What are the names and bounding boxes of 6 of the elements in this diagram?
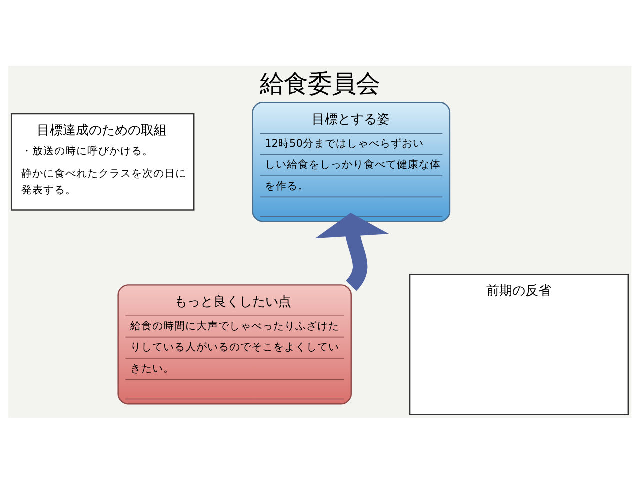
arrow (316, 212, 389, 290)
node-box: もっと良くしたい点 給食の時間に大声でしゃべったりふざけたりしている人がいるのでそこをよくしていきたい。 (118, 284, 352, 404)
node-box: 目標達成のための取組 ・放送の時に呼びかける。 静かに食べれたクラスを次の日に発表する。 (10, 112, 195, 210)
node-box: 目標とする姿 12時50分まではしゃべらずおいしい給食をしっかり食べて健康な体を作る。 (252, 102, 451, 222)
node-box: 前期の反省 (409, 273, 630, 415)
diagram-title: 給食委員会 (260, 68, 380, 98)
